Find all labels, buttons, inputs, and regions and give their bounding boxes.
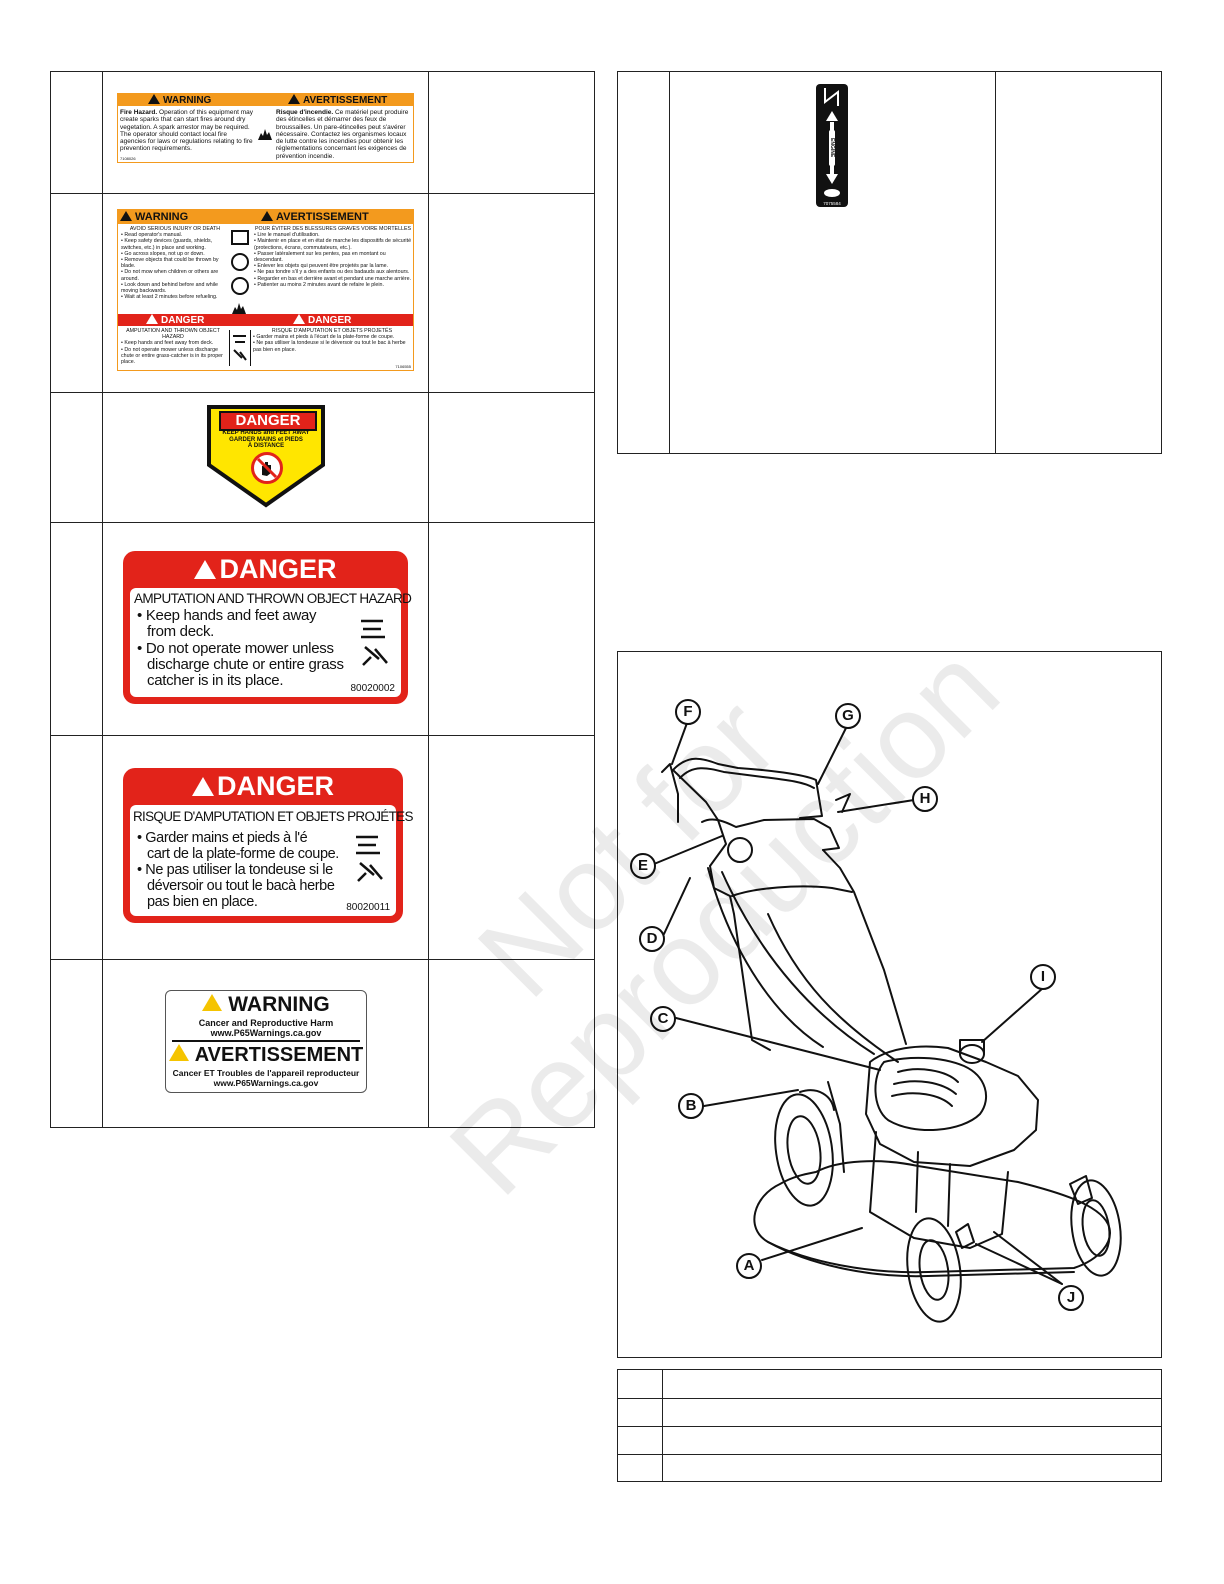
amputation-icon <box>352 829 386 889</box>
warning-triangle-icon <box>293 314 305 324</box>
warning-triangle-icon <box>202 994 223 1011</box>
danger-heading: RISQUE D'AMPUTATION ET OBJETS PROJÉTES <box>133 809 413 824</box>
decal-table <box>50 71 595 1128</box>
engine-label: ENGINE <box>829 130 835 166</box>
callout-b: B <box>678 1093 704 1119</box>
prop65-avertissement: AVERTISSEMENT <box>166 1044 366 1066</box>
callout-g: G <box>835 703 861 729</box>
fire-hazard-english: Fire Hazard. Operation of this equipment… <box>120 109 253 153</box>
manual-icon <box>231 230 249 245</box>
amputation-icon <box>357 613 391 673</box>
callout-e: E <box>630 853 656 879</box>
danger-label: DANGER <box>219 411 317 431</box>
danger-title: DANGER <box>123 771 403 801</box>
safety-pictograms <box>231 228 249 314</box>
danger-english-decal: DANGER AMPUTATION AND THROWN OBJECT HAZA… <box>123 551 412 704</box>
fire-icon <box>231 301 249 320</box>
warning-triangle-icon <box>191 777 214 796</box>
prop65-decal: WARNING Cancer and Reproductive Harm www… <box>165 990 367 1093</box>
amputation-icon <box>229 330 251 366</box>
no-hand-icon <box>251 452 283 484</box>
turtle-icon <box>824 188 840 198</box>
legend-table <box>617 1369 1162 1482</box>
danger-header: DANGER <box>293 314 351 327</box>
warning-triangle-icon <box>168 1044 189 1061</box>
danger-header: DANGER <box>146 314 204 327</box>
avertissement-header: AVERTISSEMENT <box>288 94 387 107</box>
warning-triangle-icon <box>120 211 132 221</box>
callout-d: D <box>639 926 665 952</box>
warning-header: WARNING <box>148 94 211 107</box>
danger-title: DANGER <box>123 554 408 584</box>
part-number: 80020002 <box>350 683 396 694</box>
part-number: 7075584 <box>823 201 841 206</box>
thrown-object-icon <box>231 277 249 295</box>
callout-f: F <box>675 699 701 725</box>
danger-bullets: • Keep hands and feet away from deck. • … <box>137 607 344 690</box>
callout-j: J <box>1058 1285 1084 1311</box>
danger-french: RISQUE D'AMPUTATION ET OBJETS PROJETÉS •… <box>253 328 406 353</box>
warning-header: WARNING <box>120 210 188 224</box>
hand-danger-decal: DANGER KEEP HANDS and FEET AWAY GARDER M… <box>205 403 327 509</box>
callout-h: H <box>912 786 938 812</box>
warning-triangle-icon <box>288 94 300 104</box>
warning-triangle-icon <box>194 560 217 579</box>
callout-c: C <box>650 1006 676 1032</box>
callout-i: I <box>1030 964 1056 990</box>
no-slope-icon <box>231 253 249 271</box>
throttle-decal-table <box>617 71 1162 454</box>
safety-warning-decal: WARNING AVERTISSEMENT AVOID SERIOUS INJU… <box>117 209 414 371</box>
avertissement-header: AVERTISSEMENT <box>261 210 369 224</box>
danger-english: AMPUTATION AND THROWN OBJECT HAZARD • Ke… <box>121 328 223 366</box>
mower-figure: A B C D E F G H I J <box>617 651 1162 1358</box>
warning-triangle-icon <box>261 211 273 221</box>
fire-hazard-decal: WARNING AVERTISSEMENT Fire Hazard. Opera… <box>117 93 414 163</box>
prop65-warning: WARNING <box>166 994 366 1016</box>
hand-text: KEEP HANDS and FEET AWAY GARDER MAINS et… <box>222 430 310 450</box>
safety-english: AVOID SERIOUS INJURY OR DEATH • Read ope… <box>121 226 221 301</box>
warning-triangle-icon <box>148 94 160 104</box>
throttle-decal: ENGINE 7075584 <box>816 84 848 207</box>
fire-icon <box>256 124 274 142</box>
danger-french-decal: DANGER RISQUE D'AMPUTATION ET OBJETS PRO… <box>123 768 413 923</box>
danger-heading: AMPUTATION AND THROWN OBJECT HAZARD <box>134 591 412 606</box>
part-number: 7106555 <box>395 364 411 369</box>
rabbit-icon <box>825 88 839 106</box>
part-number: 80020011 <box>346 902 390 913</box>
prop65-sub-fr: Cancer ET Troubles de l'appareil reprodu… <box>172 1068 360 1088</box>
safety-french: POUR ÉVITER DES BLESSURES GRAVES VOIRE M… <box>254 226 412 288</box>
fire-hazard-french: Risque d'incendie. Ce matériel peut prod… <box>276 109 409 160</box>
warning-triangle-icon <box>146 314 158 324</box>
mower-drawing <box>653 722 1122 1323</box>
danger-bullets: • Garder mains et pieds à l'é cart de la… <box>137 830 339 910</box>
prop65-sub: Cancer and Reproductive Harm www.P65Warn… <box>198 1018 334 1038</box>
part-number: 7108026 <box>120 156 136 161</box>
callout-a: A <box>736 1253 762 1279</box>
